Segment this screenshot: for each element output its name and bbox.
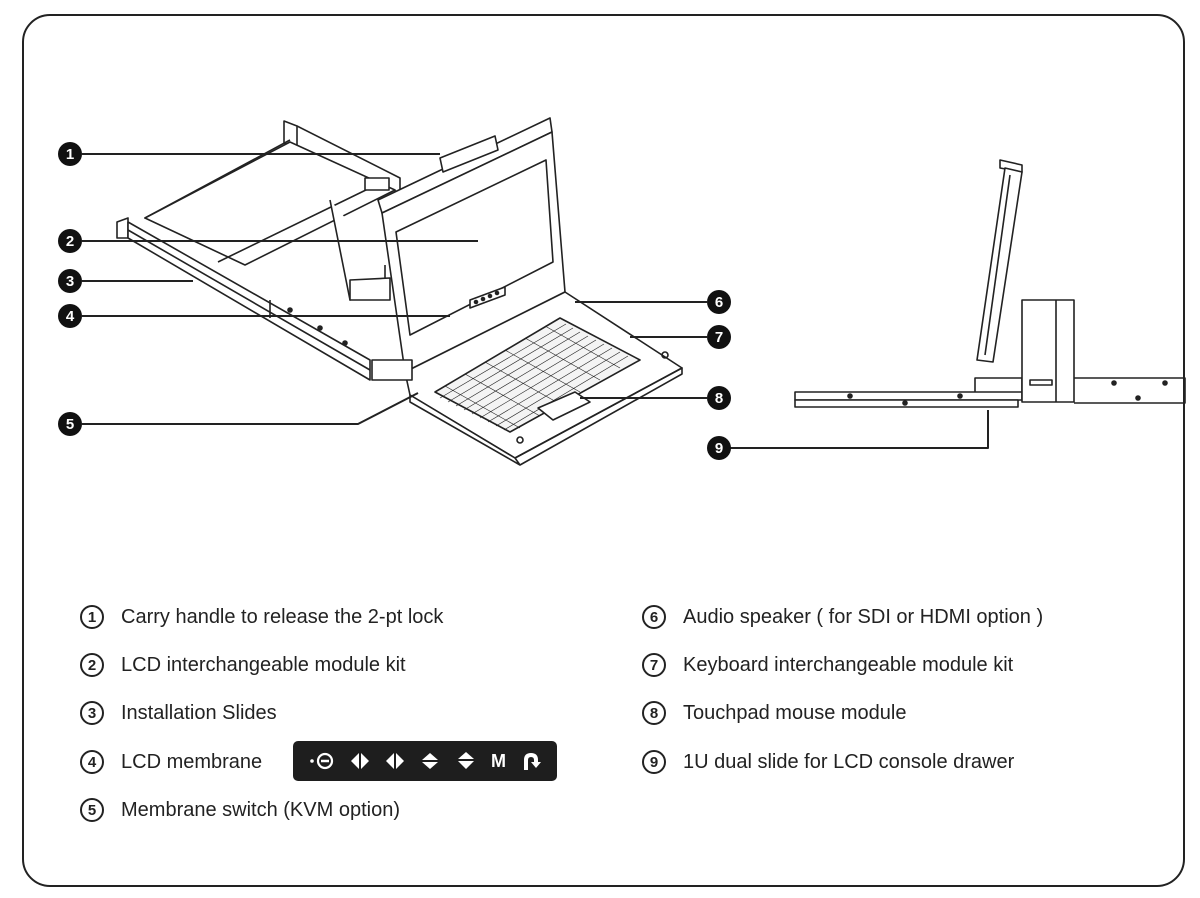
up-down-icon — [420, 752, 440, 770]
callout-9-label: 9 — [715, 440, 723, 457]
legend-item-8: 8 Touchpad mouse module — [642, 701, 906, 725]
callout-2 — [58, 229, 82, 253]
callout-9 — [707, 436, 731, 460]
legend-item-6: 6 Audio speaker ( for SDI or HDMI option… — [642, 605, 1043, 629]
lcd-panel — [377, 117, 566, 373]
down-icon — [385, 752, 405, 770]
callout-4 — [58, 304, 82, 328]
legend-item-7: 7 Keyboard interchangeable module kit — [642, 653, 1013, 677]
callout-8 — [707, 386, 731, 410]
callout-8-label: 8 — [715, 390, 723, 407]
callout-1-label: 1 — [66, 146, 74, 163]
legend-item-3: 3 Installation Slides — [80, 701, 277, 725]
legend-text: LCD membrane — [121, 750, 263, 773]
legend-text: Touchpad mouse module — [683, 701, 907, 724]
legend-text: Audio speaker ( for SDI or HDMI option ) — [683, 605, 1044, 628]
legend-text: Installation Slides — [121, 701, 277, 724]
legend-text: Membrane switch (KVM option) — [121, 798, 400, 821]
callout-5 — [58, 412, 82, 436]
legend-item-4: 4 LCD membrane — [80, 750, 262, 774]
callout-7-label: 7 — [715, 329, 723, 346]
legend-number: 2 — [80, 653, 104, 677]
callout-5-label: 5 — [66, 416, 74, 433]
lcd-membrane-strip: M — [293, 741, 557, 781]
legend-number: 8 — [642, 701, 666, 725]
legend-number: 1 — [80, 605, 104, 629]
legend-number: 3 — [80, 701, 104, 725]
legend-item-9: 9 1U dual slide for LCD console drawer — [642, 750, 1014, 774]
legend-number: 9 — [642, 750, 666, 774]
legend-item-1: 1 Carry handle to release the 2-pt lock — [80, 605, 443, 629]
power-icon — [309, 752, 335, 770]
legend-text: Carry handle to release the 2-pt lock — [121, 605, 444, 628]
callout-3-label: 3 — [66, 273, 74, 290]
callout-markers — [58, 142, 731, 460]
legend-text: LCD interchangeable module kit — [121, 653, 406, 676]
legend-number: 7 — [642, 653, 666, 677]
callout-6-label: 6 — [715, 294, 723, 311]
diagram-frame — [22, 14, 1185, 887]
leader-lines — [82, 153, 989, 449]
legend-item-5: 5 Membrane switch (KVM option) — [80, 798, 400, 822]
callout-4-label: 4 — [66, 308, 75, 325]
legend-text: 1U dual slide for LCD console drawer — [683, 750, 1015, 773]
drawer-tray — [144, 141, 396, 301]
legend-number: 4 — [80, 750, 104, 774]
legend-number: 6 — [642, 605, 666, 629]
keyboard-base — [371, 291, 683, 466]
side-view-drawer — [794, 159, 1186, 408]
legend-number: 5 — [80, 798, 104, 822]
return-icon — [521, 751, 542, 771]
left-right-icon — [350, 752, 370, 770]
callout-7 — [707, 325, 731, 349]
legend-item-2: 2 LCD interchangeable module kit — [80, 653, 406, 677]
callout-6 — [707, 290, 731, 314]
legend-text: Keyboard interchangeable module kit — [683, 653, 1014, 676]
callout-1 — [58, 142, 82, 166]
installation-slide — [116, 217, 371, 381]
menu-icon: M — [491, 750, 507, 771]
callout-3 — [58, 269, 82, 293]
up-icon — [456, 752, 476, 770]
callout-2-label: 2 — [66, 233, 74, 250]
